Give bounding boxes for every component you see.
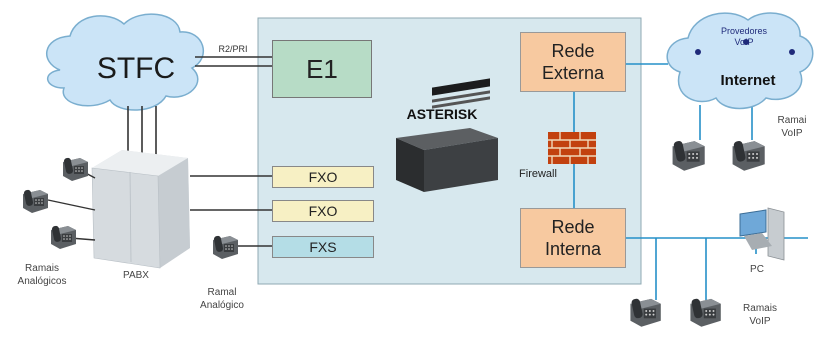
pabx-phone-line	[47, 199, 96, 211]
provedores-line2: VoIP	[734, 37, 754, 47]
rede-externa-line1: Rede	[551, 41, 595, 61]
ramais-analogicos-line1: Ramais	[25, 263, 59, 274]
ramais-analogicos-label: Ramais Analógicos	[10, 262, 74, 288]
ramal-analogico-label: Ramal Analógico	[190, 286, 254, 312]
cloud-icon	[666, 12, 814, 110]
phone-icon	[23, 189, 48, 213]
phone-icon	[732, 140, 765, 171]
phone-icon	[51, 225, 76, 249]
rede-externa-line2: Externa	[541, 63, 605, 83]
fxo-box: FXO	[272, 200, 374, 222]
firewall-label: Firewall	[519, 168, 557, 180]
cloud-icon	[45, 13, 204, 111]
fxo-box: FXO	[272, 166, 374, 188]
rede-interna-box: Rede Interna	[520, 208, 626, 268]
internet-label: Internet	[720, 72, 776, 89]
phone-icon	[672, 140, 705, 171]
ramais-voip-label: Ramai VoIP	[768, 114, 816, 140]
pabx-label: PABX	[123, 270, 149, 281]
ramais-voip-line2: VoIP	[749, 316, 771, 327]
ramais-voip-line2: VoIP	[781, 128, 803, 139]
rede-externa-box: Rede Externa	[520, 32, 626, 92]
phone-icon	[213, 235, 238, 259]
rede-interna-line2: Interna	[544, 239, 602, 259]
e1-box: E1	[272, 40, 372, 98]
provedores-line1: Provedores	[720, 26, 768, 36]
pabx-icon	[91, 150, 190, 269]
rede-interna-line1: Rede	[551, 217, 595, 237]
ramais-voip-line1: Ramai	[777, 115, 807, 126]
phone-icon	[690, 298, 721, 327]
firewall-icon	[548, 132, 596, 164]
ramais-voip-label: Ramais VoIP	[734, 302, 786, 328]
stfc-label: STFC	[96, 52, 176, 85]
ramais-analogicos-line2: Analógicos	[17, 276, 67, 287]
provider-dot	[743, 39, 749, 45]
provider-dot	[789, 49, 795, 55]
link-label: R2/PRI	[218, 44, 248, 54]
server-icon	[396, 78, 498, 192]
phone-icon	[630, 298, 661, 327]
pc-label: PC	[750, 264, 764, 275]
fxs-box: FXS	[272, 236, 374, 258]
pc-icon	[739, 207, 785, 261]
provedores-label: Provedores VoIP	[704, 26, 784, 48]
provider-dot	[695, 49, 701, 55]
ramal-analogico-line1: Ramal	[207, 287, 237, 298]
ramais-voip-line1: Ramais	[743, 303, 777, 314]
asterisk-label: ASTERISK	[406, 106, 478, 122]
ramal-analogico-line2: Analógico	[200, 300, 244, 311]
phone-icon	[63, 157, 88, 181]
